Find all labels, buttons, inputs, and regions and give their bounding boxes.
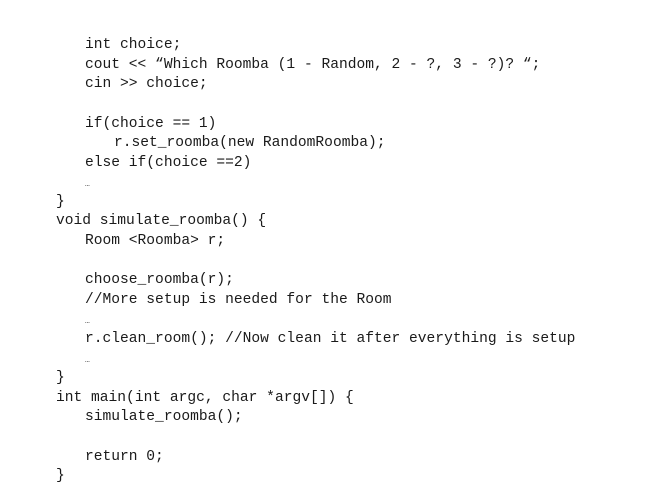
code-ellipsis: … [85, 356, 90, 365]
code-ellipsis: … [85, 180, 90, 189]
code-line: return 0; [85, 449, 164, 465]
code-line: int choice; [85, 37, 182, 53]
code-line: int main(int argc, char *argv[]) { [56, 390, 354, 406]
code-line: Room <Roomba> r; [85, 233, 226, 249]
code-line: r.set_roomba(new RandomRoomba); [114, 135, 386, 151]
code-line: choose_roomba(r); [85, 272, 234, 288]
code-line: } [56, 468, 65, 484]
code-line: if(choice == 1) [85, 116, 217, 132]
code-ellipsis: … [85, 317, 90, 326]
code-line: else if(choice ==2) [85, 155, 252, 171]
code-line: r.clean_room(); //Now clean it after eve… [85, 331, 576, 347]
code-line: cin >> choice; [85, 76, 208, 92]
code-line: cout << “Which Roomba (1 - Random, 2 - ?… [85, 57, 541, 73]
code-line: //More setup is needed for the Room [85, 292, 392, 308]
code-line: } [56, 370, 65, 386]
code-line: simulate_roomba(); [85, 409, 243, 425]
code-line: void simulate_roomba() { [56, 213, 267, 229]
code-line: } [56, 194, 65, 210]
